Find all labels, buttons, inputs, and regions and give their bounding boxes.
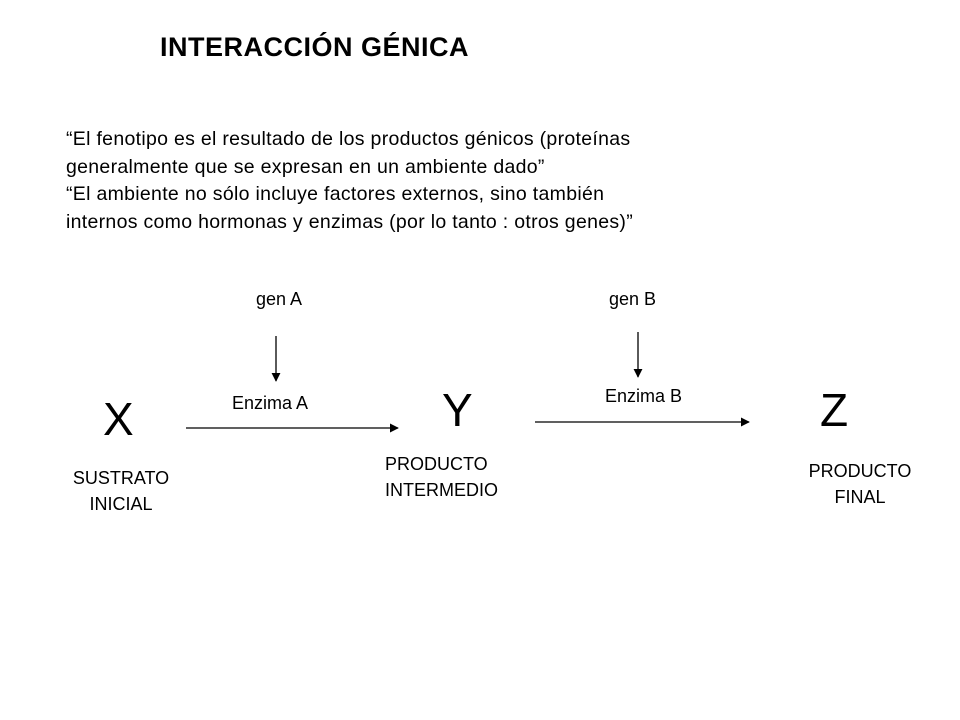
compound-x-label-line-2: INICIAL — [89, 494, 153, 514]
quote-block: “El fenotipo es el resultado de los prod… — [66, 126, 633, 236]
page-title: INTERACCIÓN GÉNICA — [160, 32, 470, 62]
quote-line-4: internos como hormonas y enzimas (por lo… — [66, 210, 634, 233]
compound-y-label: PRODUCTO INTERMEDIO — [385, 451, 498, 503]
compound-x-letter: X — [103, 393, 134, 445]
compound-y-label-line-1: PRODUCTO — [385, 454, 488, 474]
gene-b-label: gen B — [609, 289, 657, 309]
enzyme-a-label: Enzima A — [232, 393, 309, 413]
compound-z-label: PRODUCTO FINAL — [790, 458, 930, 510]
compound-x-label: SUSTRATO INICIAL — [56, 465, 186, 517]
quote-line-1: “El fenotipo es el resultado de los prod… — [66, 128, 631, 150]
quote-line-2: generalmente que se expresan en un ambie… — [66, 155, 545, 178]
compound-y-letter: Y — [442, 384, 473, 436]
compound-z-label-line-2: FINAL — [834, 487, 886, 507]
gene-a-label: gen A — [256, 289, 303, 309]
compound-x-label-line-1: SUSTRATO — [72, 468, 170, 488]
compound-z-letter: Z — [820, 384, 849, 436]
quote-line-3: “El ambiente no sólo incluye factores ex… — [66, 183, 605, 205]
enzyme-b-label: Enzima B — [605, 386, 683, 406]
compound-z-label-line-1: PRODUCTO — [808, 461, 912, 481]
compound-y-label-line-2: INTERMEDIO — [385, 480, 499, 500]
